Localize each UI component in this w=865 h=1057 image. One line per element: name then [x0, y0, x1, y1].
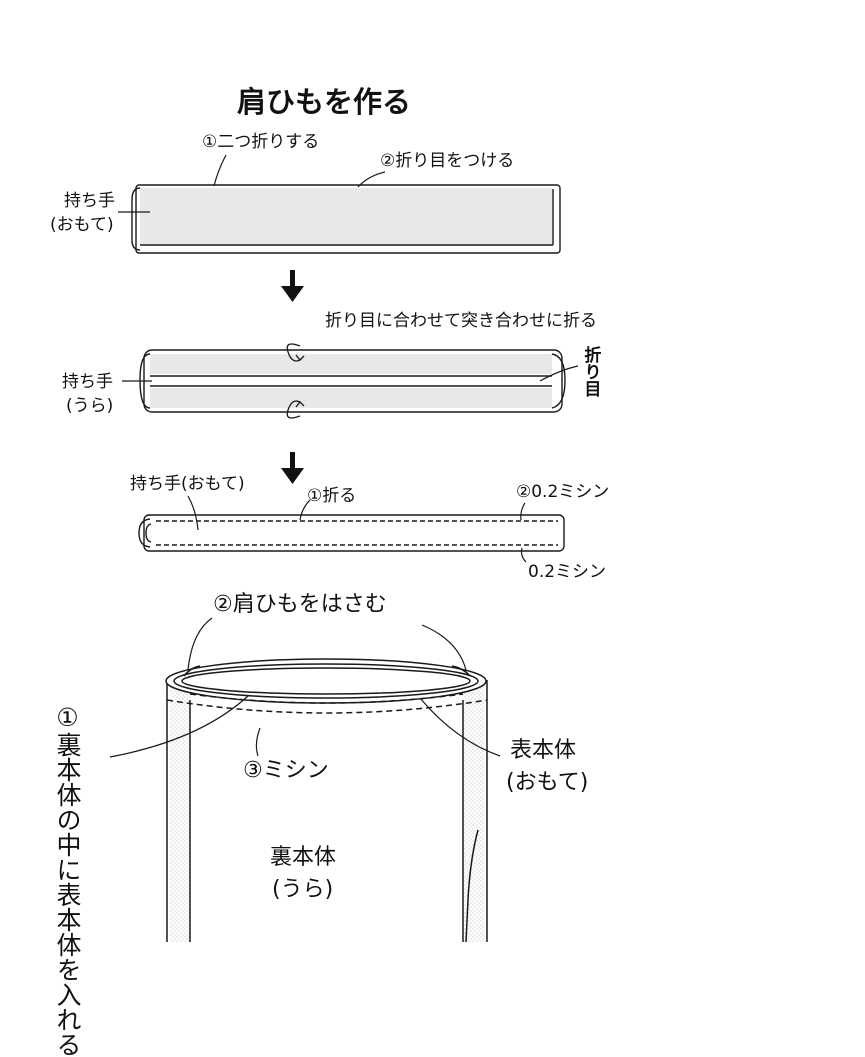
finished-strap [138, 514, 565, 552]
stitch-label-step4: ③ミシン [243, 758, 329, 783]
strap-folded-to-center [139, 349, 566, 413]
strap-folded-in-half [131, 184, 561, 254]
handle-label-step3: 持ち手(おもて) [130, 474, 245, 494]
fold-direction-arrows [286, 343, 305, 419]
leader-lines-step3 [187, 495, 527, 563]
leader-lines-step1 [118, 154, 386, 213]
page-title: 肩ひもを作る [237, 85, 412, 119]
crease-label: 折り目 [580, 346, 601, 397]
down-arrow-1 [281, 270, 304, 302]
sewing-diagram [109, 154, 579, 943]
leader-lines-step4 [109, 617, 501, 758]
outer-body-label: 表本体 [510, 738, 577, 763]
handle-label-step2: 持ち手 [62, 372, 113, 392]
lining-body-side-label: (うら) [272, 877, 334, 902]
stitch-top-label: ②0.2ミシン [516, 482, 610, 502]
make-crease-label: ②折り目をつける [380, 151, 515, 171]
insert-strap-label: ②肩ひもをはさむ [213, 592, 387, 617]
fold-to-center-instruction: 折り目に合わせて突き合わせに折る [325, 311, 597, 331]
background-strip-right [635, 0, 865, 1000]
fold-in-half-label: ①二つ折りする [202, 132, 320, 152]
bag-body-assembly [165, 658, 488, 943]
handle-side-step2: (うら) [66, 396, 114, 416]
outer-body-side-label: (おもて) [506, 770, 589, 795]
fold-label-step3: ①折る [307, 486, 357, 506]
lining-body-label: 裏本体 [270, 845, 337, 870]
handle-label-step1: 持ち手 [64, 191, 115, 211]
insert-outer-into-lining-label: ①裏本体の中に表本体を入れる [53, 703, 82, 1057]
down-arrow-2 [281, 452, 304, 484]
handle-side-step1: (おもて) [50, 215, 114, 235]
stitch-bottom-label: 0.2ミシン [528, 562, 607, 582]
leader-lines-step2 [122, 365, 579, 382]
